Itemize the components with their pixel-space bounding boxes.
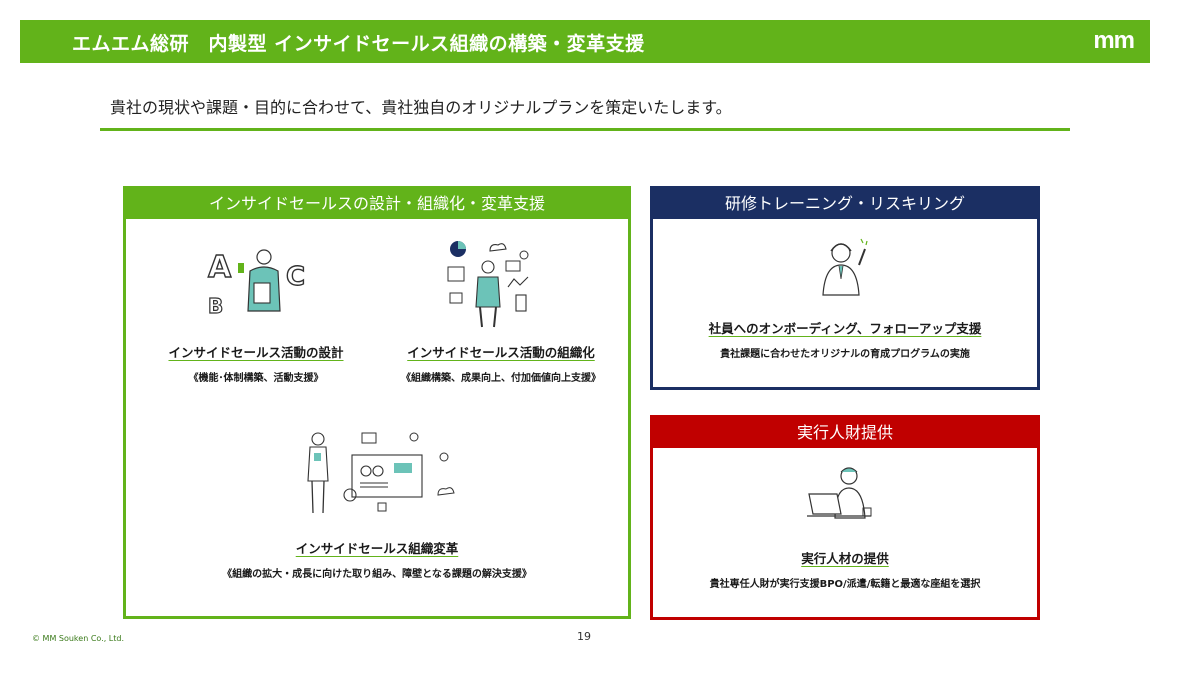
organize-item: インサイドセールス活動の組織化 《組織構築、成果向上、付加価値向上支援》 bbox=[376, 342, 626, 384]
organize-item-title: インサイドセールス活動の組織化 bbox=[407, 345, 595, 360]
design-item-desc: 《機能･体制構築、活動支援》 bbox=[188, 373, 324, 384]
page-number: 19 bbox=[577, 630, 591, 643]
design-item-title: インサイドセールス活動の設計 bbox=[168, 345, 344, 360]
organize-item-desc: 《組織構築、成果向上、付加価値向上支援》 bbox=[401, 373, 601, 384]
training-box: 研修トレーニング・リスキリング 社員へのオンボーディング、フォローアップ支援 貴… bbox=[650, 186, 1040, 390]
subtitle: 貴社の現状や課題・目的に合わせて、貴社独自のオリジナルプランを策定いたします。 bbox=[110, 98, 732, 117]
design-item: インサイドセールス活動の設計 《機能･体制構築、活動支援》 bbox=[156, 342, 356, 384]
staffing-header: 実行人財提供 bbox=[653, 418, 1037, 448]
staffing-item: 実行人材の提供 貴社専任人財が実行支援BPO/派遣/転籍と最適な座組を選択 bbox=[653, 548, 1037, 590]
staffing-box: 実行人財提供 実行人材の提供 貴社専任人財が実行支援BPO/派遣/転籍と最適な座… bbox=[650, 415, 1040, 620]
subtitle-divider bbox=[100, 128, 1070, 131]
staffing-item-title: 実行人材の提供 bbox=[801, 551, 889, 566]
training-item-title: 社員へのオンボーディング、フォローアップ支援 bbox=[708, 321, 982, 336]
company-logo: mm bbox=[1093, 27, 1135, 54]
transform-item-title: インサイドセールス組織変革 bbox=[295, 541, 459, 556]
abc-person-illustration: A B C bbox=[207, 249, 305, 318]
laptop-person-illustration bbox=[807, 467, 872, 519]
design-support-header: インサイドセールスの設計・組織化・変革支援 bbox=[126, 189, 628, 219]
transform-item-desc: 《組織の拡大・成長に向けた取り組み、障壁となる課題の解決支援》 bbox=[222, 569, 532, 580]
training-header: 研修トレーニング・リスキリング bbox=[653, 189, 1037, 219]
svg-text:C: C bbox=[286, 262, 305, 292]
training-item: 社員へのオンボーディング、フォローアップ支援 貴社課題に合わせたオリジナルの育成… bbox=[653, 318, 1037, 360]
copyright: © MM Souken Co., Ltd. bbox=[32, 634, 124, 643]
design-support-box: インサイドセールスの設計・組織化・変革支援 A B C インサイドセールス活動の… bbox=[123, 186, 631, 619]
svg-text:B: B bbox=[208, 294, 223, 318]
header-bar: エムエム総研 内製型 インサイドセールス組織の構築・変革支援 mm bbox=[20, 20, 1150, 63]
transform-dashboard-illustration bbox=[307, 432, 455, 514]
training-item-desc: 貴社課題に合わせたオリジナルの育成プログラムの実施 bbox=[720, 349, 970, 360]
staffing-item-desc: 貴社専任人財が実行支援BPO/派遣/転籍と最適な座組を選択 bbox=[709, 579, 981, 590]
organize-person-illustration bbox=[447, 241, 529, 328]
svg-text:A: A bbox=[208, 250, 232, 285]
transform-item: インサイドセールス組織変革 《組織の拡大・成長に向けた取り組み、障壁となる課題の… bbox=[146, 538, 608, 580]
headset-person-illustration bbox=[822, 238, 868, 296]
page-title: エムエム総研 内製型 インサイドセールス組織の構築・変革支援 bbox=[72, 33, 645, 55]
